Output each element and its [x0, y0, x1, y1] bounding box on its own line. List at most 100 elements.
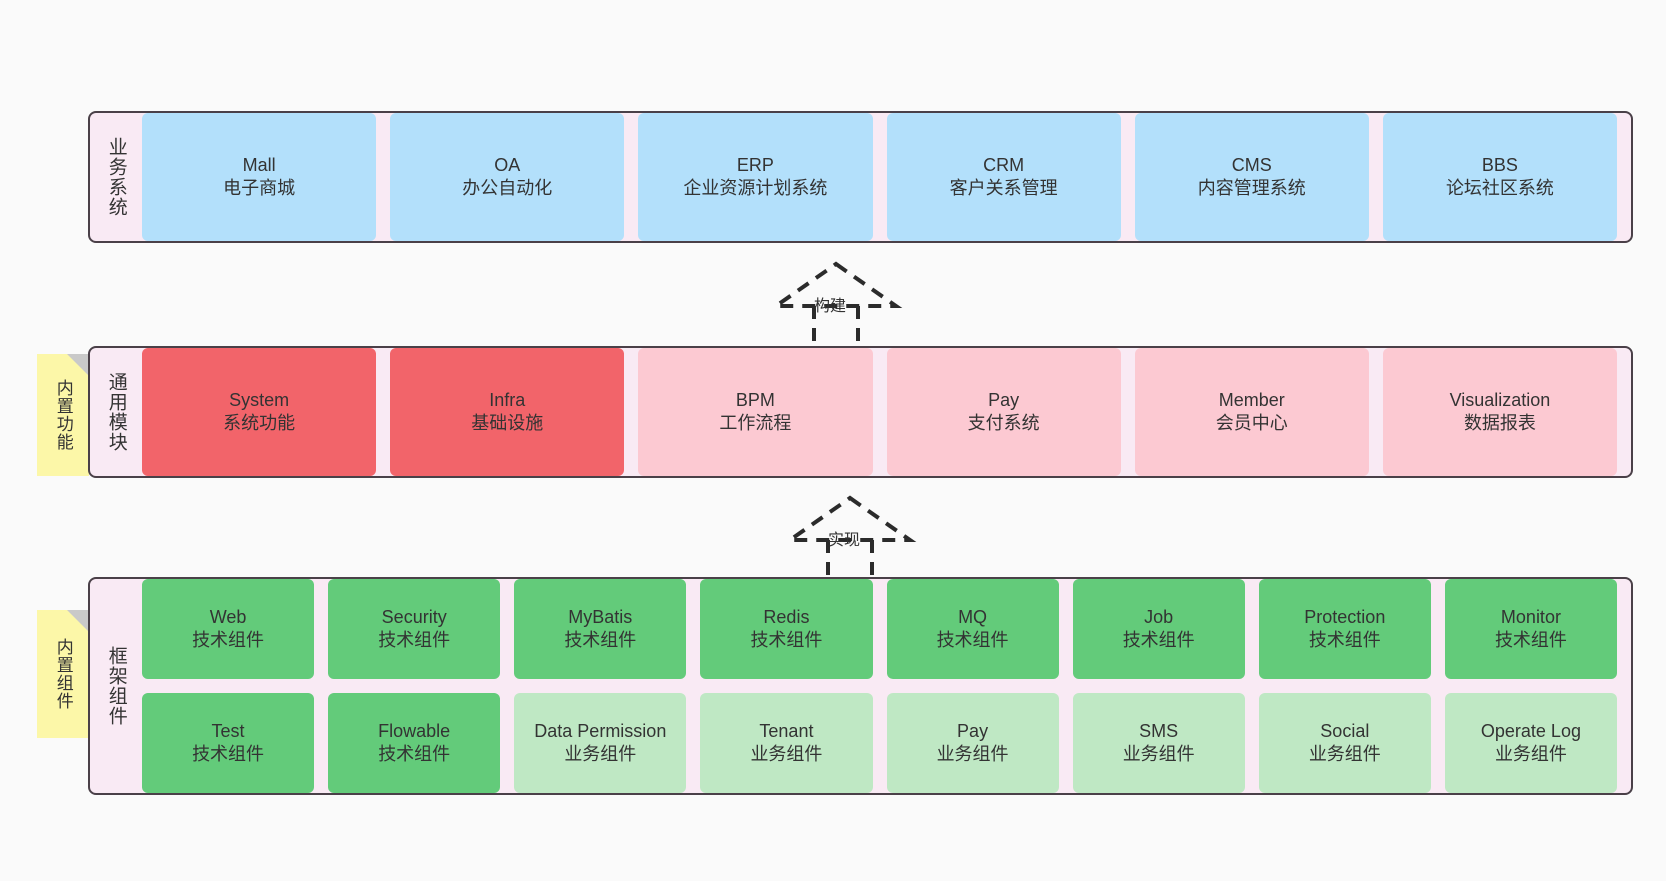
card-title: BPM [735, 389, 775, 410]
card-title: Redis [763, 606, 810, 627]
layer-business-system: 业务系统 Mall 电子商城 OA 办公自动化 ERP 企业资源计划系统 CRM… [88, 111, 1633, 243]
card-title: Pay [988, 389, 1020, 410]
card-cms[interactable]: CMS 内容管理系统 [1134, 113, 1369, 241]
card-subtitle: 业务组件 [750, 744, 823, 764]
card-subtitle: 业务组件 [1308, 744, 1381, 764]
card-title: SMS [1139, 720, 1179, 741]
card-title: Operate Log [1480, 720, 1581, 741]
layer-label-common-module: 通用模块 [105, 372, 127, 452]
card-operate-log[interactable]: Operate Log 业务组件 [1444, 693, 1617, 793]
card-title: Protection [1304, 606, 1386, 627]
card-monitor[interactable]: Monitor 技术组件 [1444, 579, 1617, 679]
card-crm[interactable]: CRM 客户关系管理 [886, 113, 1121, 241]
card-subtitle: 业务组件 [1494, 744, 1567, 764]
card-grid-framework-component: Web 技术组件 Security 技术组件 MyBatis 技术组件 Redi… [142, 579, 1631, 793]
layer-label-business-system: 业务系统 [105, 137, 127, 217]
card-mall[interactable]: Mall 电子商城 [142, 113, 377, 241]
card-flowable[interactable]: Flowable 技术组件 [328, 693, 501, 793]
card-title: Visualization [1449, 389, 1551, 410]
card-subtitle: 数据报表 [1463, 413, 1536, 433]
card-subtitle: 技术组件 [1122, 630, 1195, 650]
card-mq[interactable]: MQ 技术组件 [886, 579, 1059, 679]
card-subtitle: 内容管理系统 [1197, 178, 1306, 198]
card-erp[interactable]: ERP 企业资源计划系统 [638, 113, 873, 241]
card-data-permission[interactable]: Data Permission 业务组件 [514, 693, 687, 793]
card-bbs[interactable]: BBS 论坛社区系统 [1382, 113, 1618, 241]
card-title: CMS [1231, 154, 1272, 175]
card-subtitle: 系统功能 [223, 413, 296, 433]
card-protection[interactable]: Protection 技术组件 [1258, 579, 1431, 679]
layer-label-framework-component: 框架组件 [105, 646, 127, 726]
card-subtitle: 技术组件 [192, 744, 265, 764]
card-mybatis[interactable]: MyBatis 技术组件 [514, 579, 687, 679]
card-infra[interactable]: Infra 基础设施 [390, 348, 625, 476]
card-row: Mall 电子商城 OA 办公自动化 ERP 企业资源计划系统 CRM 客户关系… [142, 113, 1618, 241]
card-security[interactable]: Security 技术组件 [328, 579, 501, 679]
card-subtitle: 技术组件 [1308, 630, 1381, 650]
card-subtitle: 基础设施 [471, 413, 544, 433]
card-subtitle: 技术组件 [564, 630, 637, 650]
card-job[interactable]: Job 技术组件 [1072, 579, 1245, 679]
card-subtitle: 业务组件 [564, 744, 637, 764]
folded-corner-icon [67, 610, 89, 632]
card-pay[interactable]: Pay 支付系统 [886, 348, 1121, 476]
card-grid-common-module: System 系统功能 Infra 基础设施 BPM 工作流程 Pay 支付系统… [142, 348, 1631, 476]
layer-framework-component: 框架组件 Web 技术组件 Security 技术组件 MyBatis 技术组件… [88, 577, 1633, 795]
card-subtitle: 技术组件 [192, 630, 265, 650]
card-subtitle: 技术组件 [750, 630, 823, 650]
build-arrow-icon [769, 261, 903, 346]
card-tenant[interactable]: Tenant 业务组件 [700, 693, 873, 793]
implement-arrow-icon [783, 495, 917, 580]
card-title: Data Permission [534, 720, 667, 741]
connector-build-label: 构建 [814, 298, 847, 315]
card-social[interactable]: Social 业务组件 [1258, 693, 1431, 793]
card-title: Infra [489, 389, 526, 410]
card-title: ERP [736, 154, 774, 175]
card-subtitle: 技术组件 [936, 630, 1009, 650]
card-title: CRM [983, 154, 1025, 175]
card-sms[interactable]: SMS 业务组件 [1072, 693, 1245, 793]
connector-implement: 实现 [770, 492, 930, 580]
card-subtitle: 工作流程 [719, 413, 792, 433]
card-grid-business-system: Mall 电子商城 OA 办公自动化 ERP 企业资源计划系统 CRM 客户关系… [142, 113, 1631, 241]
card-row: Web 技术组件 Security 技术组件 MyBatis 技术组件 Redi… [142, 579, 1617, 679]
card-subtitle: 企业资源计划系统 [683, 178, 828, 198]
card-member[interactable]: Member 会员中心 [1134, 348, 1369, 476]
layer-common-module: 通用模块 System 系统功能 Infra 基础设施 BPM 工作流程 Pay… [88, 346, 1633, 478]
folded-corner-icon [67, 354, 89, 376]
card-title: Flowable [378, 720, 451, 741]
card-subtitle: 办公自动化 [462, 178, 553, 198]
card-subtitle: 技术组件 [1494, 630, 1567, 650]
card-visualization[interactable]: Visualization 数据报表 [1382, 348, 1618, 476]
card-system[interactable]: System 系统功能 [142, 348, 377, 476]
card-title: MQ [958, 606, 988, 627]
card-title: OA [494, 154, 521, 175]
card-title: System [229, 389, 290, 410]
card-redis[interactable]: Redis 技术组件 [700, 579, 873, 679]
card-row: System 系统功能 Infra 基础设施 BPM 工作流程 Pay 支付系统… [142, 348, 1618, 476]
card-title: Member [1218, 389, 1285, 410]
card-title: Tenant [759, 720, 814, 741]
sticky-note-label: 内置功能 [53, 379, 73, 451]
card-web[interactable]: Web 技术组件 [142, 579, 315, 679]
card-test[interactable]: Test 技术组件 [142, 693, 315, 793]
sticky-note-label: 内置组件 [53, 638, 73, 710]
card-subtitle: 会员中心 [1215, 413, 1288, 433]
card-title: Test [211, 720, 245, 741]
card-title: Social [1320, 720, 1370, 741]
card-subtitle: 支付系统 [967, 413, 1040, 433]
card-subtitle: 业务组件 [1122, 744, 1195, 764]
card-oa[interactable]: OA 办公自动化 [390, 113, 625, 241]
sticky-note-builtin-function: 内置功能 [37, 354, 89, 476]
card-title: Job [1144, 606, 1174, 627]
card-title: Web [209, 606, 247, 627]
connector-build: 构建 [756, 258, 916, 346]
card-pay-business[interactable]: Pay 业务组件 [886, 693, 1059, 793]
card-title: Security [381, 606, 447, 627]
card-subtitle: 技术组件 [378, 630, 451, 650]
card-title: BBS [1481, 154, 1518, 175]
card-subtitle: 论坛社区系统 [1445, 178, 1554, 198]
card-bpm[interactable]: BPM 工作流程 [638, 348, 873, 476]
connector-implement-label: 实现 [828, 532, 861, 549]
